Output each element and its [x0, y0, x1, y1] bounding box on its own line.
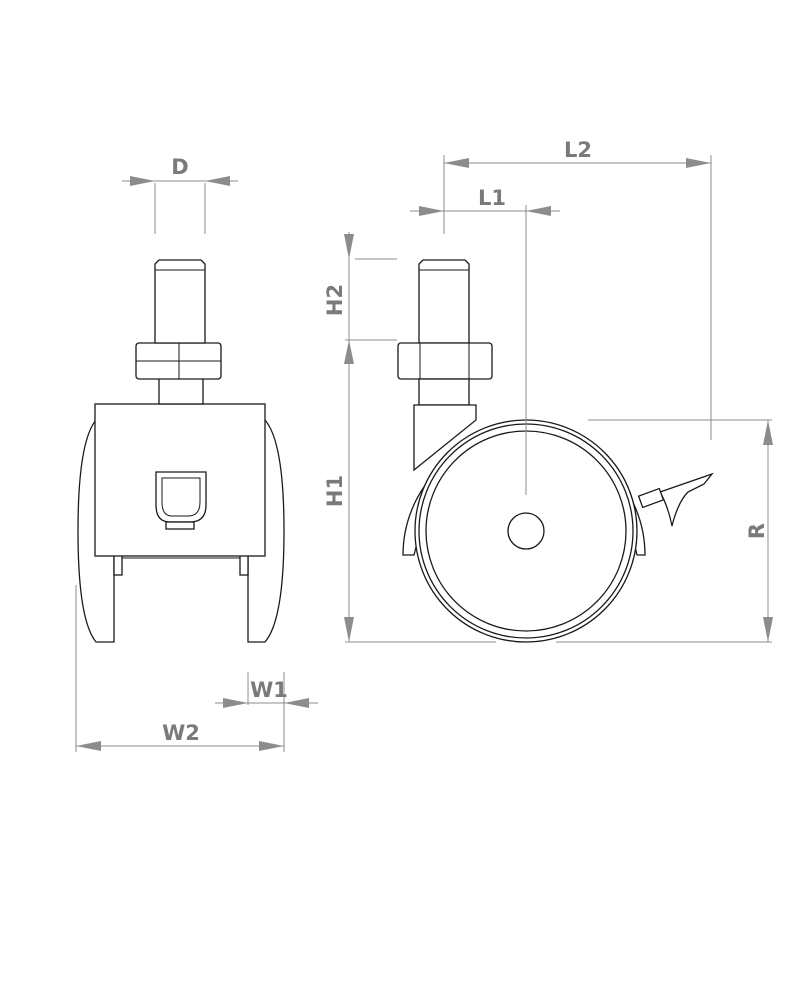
front-left-wheel: [77, 419, 115, 643]
front-view: [77, 259, 285, 643]
front-brake-clip: [155, 471, 207, 523]
label-h2: H2: [323, 284, 347, 316]
side-wheel-hub: [507, 512, 545, 550]
front-right-wheel: [247, 419, 285, 643]
side-view: [397, 259, 714, 643]
front-neck: [158, 377, 204, 405]
label-l1: L1: [478, 186, 506, 210]
dimension-labels: D L2 L1 H2 H1 R W1 W2: [162, 138, 769, 745]
label-l2: L2: [564, 138, 592, 162]
label-h1: H1: [323, 475, 347, 507]
dimension-lines: [75, 155, 773, 752]
label-d: D: [171, 155, 188, 179]
label-w2: W2: [162, 721, 200, 745]
label-r: R: [745, 523, 769, 539]
label-w1: W1: [250, 678, 288, 702]
side-hex-nut: [397, 342, 493, 380]
side-stem: [418, 259, 470, 344]
side-fork-body: [413, 404, 477, 472]
front-fork-leg-left: [113, 554, 123, 576]
side-brake-lever: [659, 472, 714, 527]
front-stem: [154, 259, 206, 344]
front-fork-leg-right: [239, 554, 249, 576]
side-neck: [418, 378, 470, 406]
